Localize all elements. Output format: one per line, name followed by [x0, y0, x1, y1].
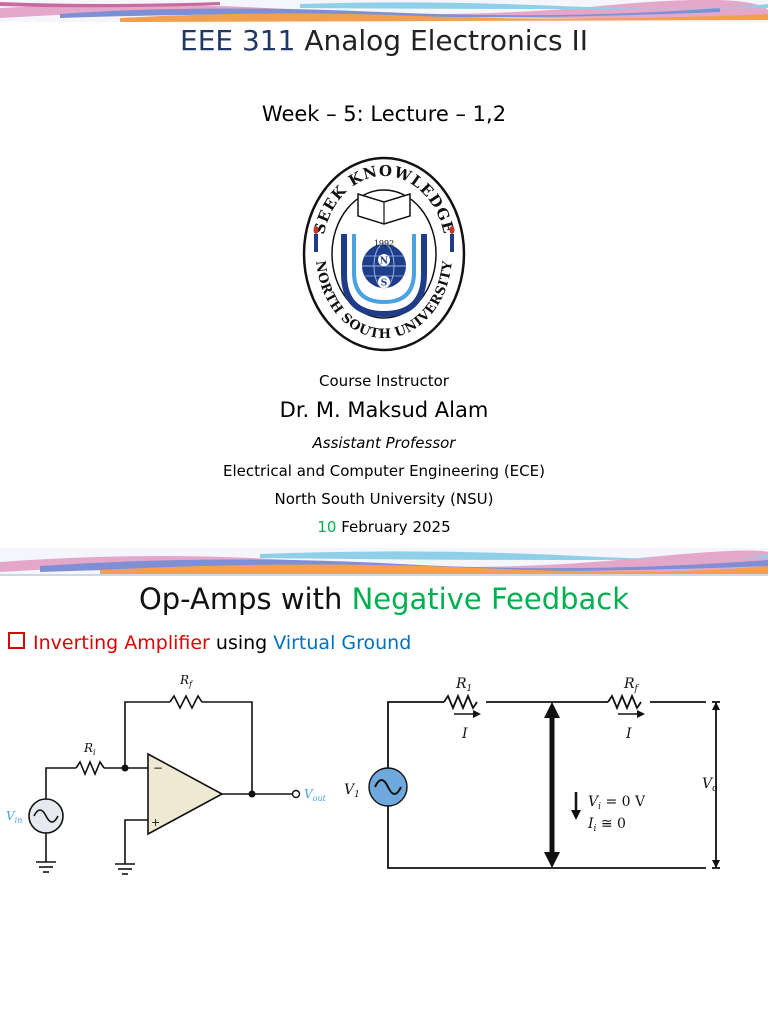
rf2-sub: f	[634, 684, 640, 694]
vout-label: V	[304, 787, 314, 801]
date-day: 10	[317, 518, 337, 536]
rf-sub: f	[188, 680, 194, 689]
vin-label: V	[6, 809, 16, 823]
current-label-right: I	[625, 726, 632, 742]
seal-letter-s: S	[381, 279, 388, 289]
ri-sub: i	[93, 748, 96, 757]
title-part-b: Negative Feedback	[351, 582, 630, 616]
noninverting-input-sign: +	[151, 816, 160, 829]
vo-label: V	[702, 776, 714, 792]
svg-text:V1: V1	[344, 782, 360, 800]
instructor-name: Dr. M. Maksud Alam	[279, 398, 489, 422]
ii-value: ≅ 0	[596, 816, 626, 832]
vi-value: = 0 V	[601, 794, 646, 810]
virtual-ground-schematic: R1 Rf I I V1 Vo Vi = 0 V Ii ≅ 0	[344, 676, 720, 869]
svg-text:Vo: Vo	[702, 776, 718, 794]
seal-year: 1992	[374, 239, 394, 248]
svg-text:Rf: Rf	[623, 676, 640, 694]
v1-sub: 1	[354, 790, 360, 800]
title-slide: EEE 311 Analog Electronics II Week – 5: …	[0, 0, 768, 536]
checkbox-bullet-icon	[8, 632, 25, 649]
svg-text:Rf: Rf	[179, 673, 194, 689]
svg-text:Ri: Ri	[83, 741, 96, 757]
vout-sub: out	[313, 794, 327, 803]
date-month-year: February 2025	[336, 518, 451, 536]
instructor-role: Assistant Professor	[312, 434, 456, 452]
bullet-part-c: Virtual Ground	[273, 632, 412, 654]
title-part-a: Op-Amps with	[138, 582, 352, 616]
rf-label: R	[179, 673, 189, 687]
slide2-title: Op-Amps with Negative Feedback	[0, 582, 768, 616]
vo-sub: o	[712, 784, 718, 794]
slide2-decorative-banner	[0, 548, 768, 576]
vi-label: V	[588, 794, 600, 810]
department: Electrical and Computer Engineering (ECE…	[223, 462, 545, 480]
svg-text:Vi = 0 V: Vi = 0 V	[588, 794, 646, 812]
svg-text:Vout: Vout	[304, 787, 327, 803]
university: North South University (NSU)	[274, 490, 494, 508]
current-label-left: I	[461, 726, 468, 742]
vi-sub: i	[598, 802, 601, 812]
course-title: Analog Electronics II	[295, 24, 588, 57]
r1-sub: 1	[467, 684, 473, 694]
ri-label: R	[83, 741, 93, 755]
bullet-part-a: Inverting Amplifier	[33, 632, 210, 654]
seal-letter-n: N	[380, 257, 388, 267]
bullet-part-b: using	[209, 632, 274, 654]
slide-title: EEE 311 Analog Electronics II	[0, 24, 768, 57]
rf2-label: R	[623, 676, 635, 692]
instructor-label: Course Instructor	[319, 372, 449, 390]
bullet-inverting-amplifier: Inverting Amplifier using Virtual Ground	[8, 632, 411, 654]
svg-text:R1: R1	[455, 676, 472, 694]
university-seal-logo: SEEK KNOWLEDGE NORTH SOUTH UNIVERSITY 19…	[302, 156, 466, 352]
course-code: EEE 311	[180, 24, 296, 57]
svg-text:Ii ≅ 0: Ii ≅ 0	[587, 816, 626, 834]
lecture-date: 10 February 2025	[0, 518, 768, 536]
week-lecture: Week – 5: Lecture – 1,2	[261, 102, 507, 126]
v1-label: V	[344, 782, 356, 798]
r1-label: R	[455, 676, 467, 692]
opamp-slide: Op-Amps with Negative Feedback Inverting…	[0, 548, 768, 1024]
ii-sub: i	[594, 824, 597, 834]
svg-text:Vin: Vin	[6, 809, 22, 825]
top-decorative-banner	[0, 0, 768, 22]
ii-label: I	[587, 816, 594, 832]
vin-sub: in	[15, 816, 23, 825]
inverting-opamp-schematic: − + Rf Ri Vin Vout	[6, 673, 327, 875]
inverting-input-sign: −	[153, 761, 163, 775]
